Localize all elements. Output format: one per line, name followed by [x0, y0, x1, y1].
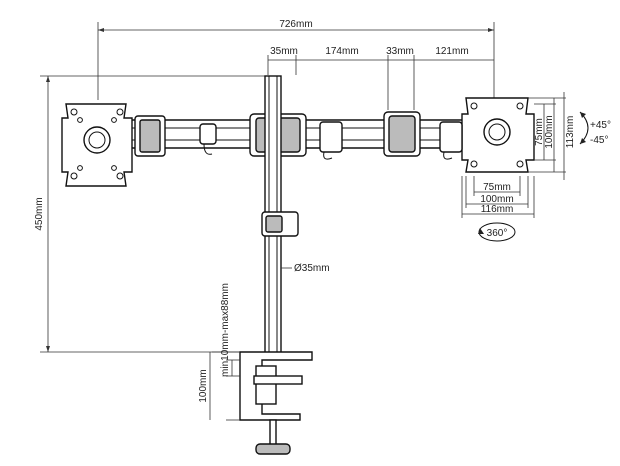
pole-diameter-label: Ø35mm	[294, 263, 330, 274]
clamp-height-label: 100mm	[198, 369, 209, 402]
tilt-up-label: +45°	[590, 120, 611, 131]
rotation-indicator: 360°	[478, 222, 516, 242]
vesa-75-width-label: 75mm	[483, 182, 511, 193]
tilt-down-label: -45°	[590, 135, 608, 146]
arm-joints	[134, 111, 463, 160]
vesa-75-height-label: 75mm	[534, 118, 545, 146]
overall-width-label: 726mm	[279, 19, 312, 30]
right-plate-vertical-dimensions: 75mm 100mm 113mm	[528, 92, 576, 180]
clamp-range-label: min10mm-max88mm	[220, 283, 231, 377]
plate-116-width-label: 116mm	[481, 204, 514, 215]
plate-113-height-label: 113mm	[565, 116, 576, 149]
tilt-indicator: +45° -45°	[579, 111, 611, 146]
rotation-label: 360°	[487, 228, 508, 239]
desk-clamp: min10mm-max88mm 100mm	[198, 283, 313, 455]
right-vesa-plate	[461, 97, 535, 173]
pole-height-label: 450mm	[34, 197, 45, 230]
right-plate-horizontal-dimensions: 75mm 100mm 116mm	[461, 176, 535, 218]
arm-left-offset-label: 35mm	[270, 46, 298, 57]
vesa-100-width-label: 100mm	[480, 194, 513, 205]
vesa-100-height-label: 100mm	[544, 115, 555, 148]
pole-height-dimension: 450mm	[34, 75, 268, 353]
arm-span-label: 174mm	[325, 46, 358, 57]
left-vesa-plate	[61, 103, 133, 187]
arm-segment-dimensions: 35mm 174mm 33mm 121mm	[267, 46, 494, 110]
arm-right-segment-label: 121mm	[435, 46, 468, 57]
overall-width-dimension: 726mm	[97, 19, 495, 100]
arm-joint-label: 33mm	[386, 46, 414, 57]
vertical-pole: Ø35mm	[261, 75, 330, 355]
